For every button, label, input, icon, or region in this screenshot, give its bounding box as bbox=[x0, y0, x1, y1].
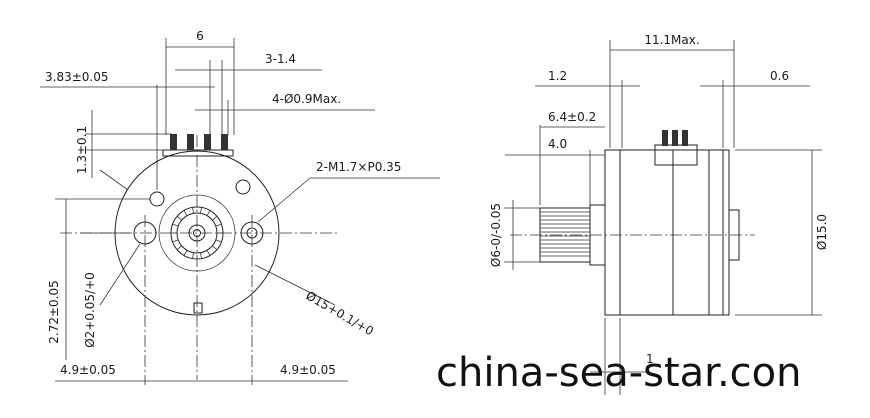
connector-side bbox=[654, 144, 698, 166]
gear-tooth bbox=[192, 252, 194, 259]
gear-tooth bbox=[215, 239, 222, 243]
terminal-pin-side bbox=[682, 130, 688, 146]
dim-gear-len: 4.0 bbox=[548, 137, 567, 151]
gear-tooth bbox=[206, 250, 211, 256]
gear-tooth bbox=[176, 245, 182, 251]
gear-tooth bbox=[183, 250, 188, 256]
gear-tooth bbox=[183, 210, 188, 216]
motor-body-side bbox=[604, 149, 724, 316]
dim-height: 2.72±0.05 bbox=[47, 280, 61, 344]
dim-thread: 2-M1.7×P0.35 bbox=[316, 160, 401, 174]
back-cover bbox=[722, 149, 730, 316]
pinion-teeth bbox=[540, 211, 590, 257]
dim-shaft-len: 6.4±0.2 bbox=[548, 110, 596, 124]
gear-tooth bbox=[200, 252, 202, 259]
gear-teeth bbox=[171, 207, 223, 259]
leader-pin-height bbox=[99, 169, 129, 191]
thread-hole-right bbox=[235, 179, 251, 195]
dim-left-offset: 3.83±0.05 bbox=[45, 70, 109, 84]
gear-tooth bbox=[176, 215, 182, 221]
terminal-pin bbox=[221, 134, 228, 150]
dim-width-top: 6 bbox=[196, 29, 204, 43]
terminal-pin-side bbox=[662, 130, 668, 146]
thread-hole-left bbox=[149, 191, 165, 207]
leader-hole-dia bbox=[99, 243, 141, 306]
dim-right-bottom: 4.9±0.05 bbox=[280, 363, 336, 377]
gear-tooth bbox=[212, 215, 218, 221]
terminal-pin bbox=[170, 134, 177, 150]
bottom-notch bbox=[193, 302, 203, 314]
dim-left-bottom: 4.9±0.05 bbox=[60, 363, 116, 377]
dim-body-dia-side: Ø15.0 bbox=[815, 214, 829, 250]
side-view: 11.1Max. 1.2 0.6 6.4±0.2 4.0 Ø6-0/-0.05 … bbox=[489, 33, 829, 395]
terminal-pins bbox=[170, 134, 228, 150]
leader-body-dia bbox=[254, 264, 336, 306]
gear-tooth bbox=[172, 239, 179, 243]
terminal-pin bbox=[204, 134, 211, 150]
dim-right: 0.6 bbox=[770, 69, 789, 83]
watermark-text: china-sea-star.con bbox=[436, 350, 802, 396]
dim-overall: 11.1Max. bbox=[644, 33, 699, 47]
dim-left: 1.2 bbox=[548, 69, 567, 83]
dim-bottom: 1 bbox=[646, 352, 654, 366]
gear-tooth bbox=[200, 207, 202, 214]
dim-gear-dia: Ø6-0/-0.05 bbox=[489, 203, 503, 267]
front-view: 6 3-1.4 3.83±0.05 4-Ø0.9Max. 1.3±0.1 2-M… bbox=[40, 29, 440, 385]
gear-tooth bbox=[192, 207, 194, 214]
dim-body-dia: Ø15+0.1/+0 bbox=[304, 288, 376, 338]
dim-pin-pitch: 3-1.4 bbox=[265, 52, 296, 66]
terminal-pin-side bbox=[672, 130, 678, 146]
dim-pin-height: 1.3±0.1 bbox=[75, 126, 89, 174]
gear-tooth bbox=[206, 210, 211, 216]
terminal-pin bbox=[187, 134, 194, 150]
gear-tooth bbox=[215, 223, 222, 227]
connector-base bbox=[162, 149, 234, 157]
gear-tooth bbox=[172, 223, 179, 227]
dim-pin-diameter: 4-Ø0.9Max. bbox=[272, 92, 341, 106]
dim-hole-dia: Ø2+0.05/+0 bbox=[83, 272, 97, 348]
leader-thread bbox=[257, 177, 311, 223]
gear-tooth bbox=[212, 245, 218, 251]
